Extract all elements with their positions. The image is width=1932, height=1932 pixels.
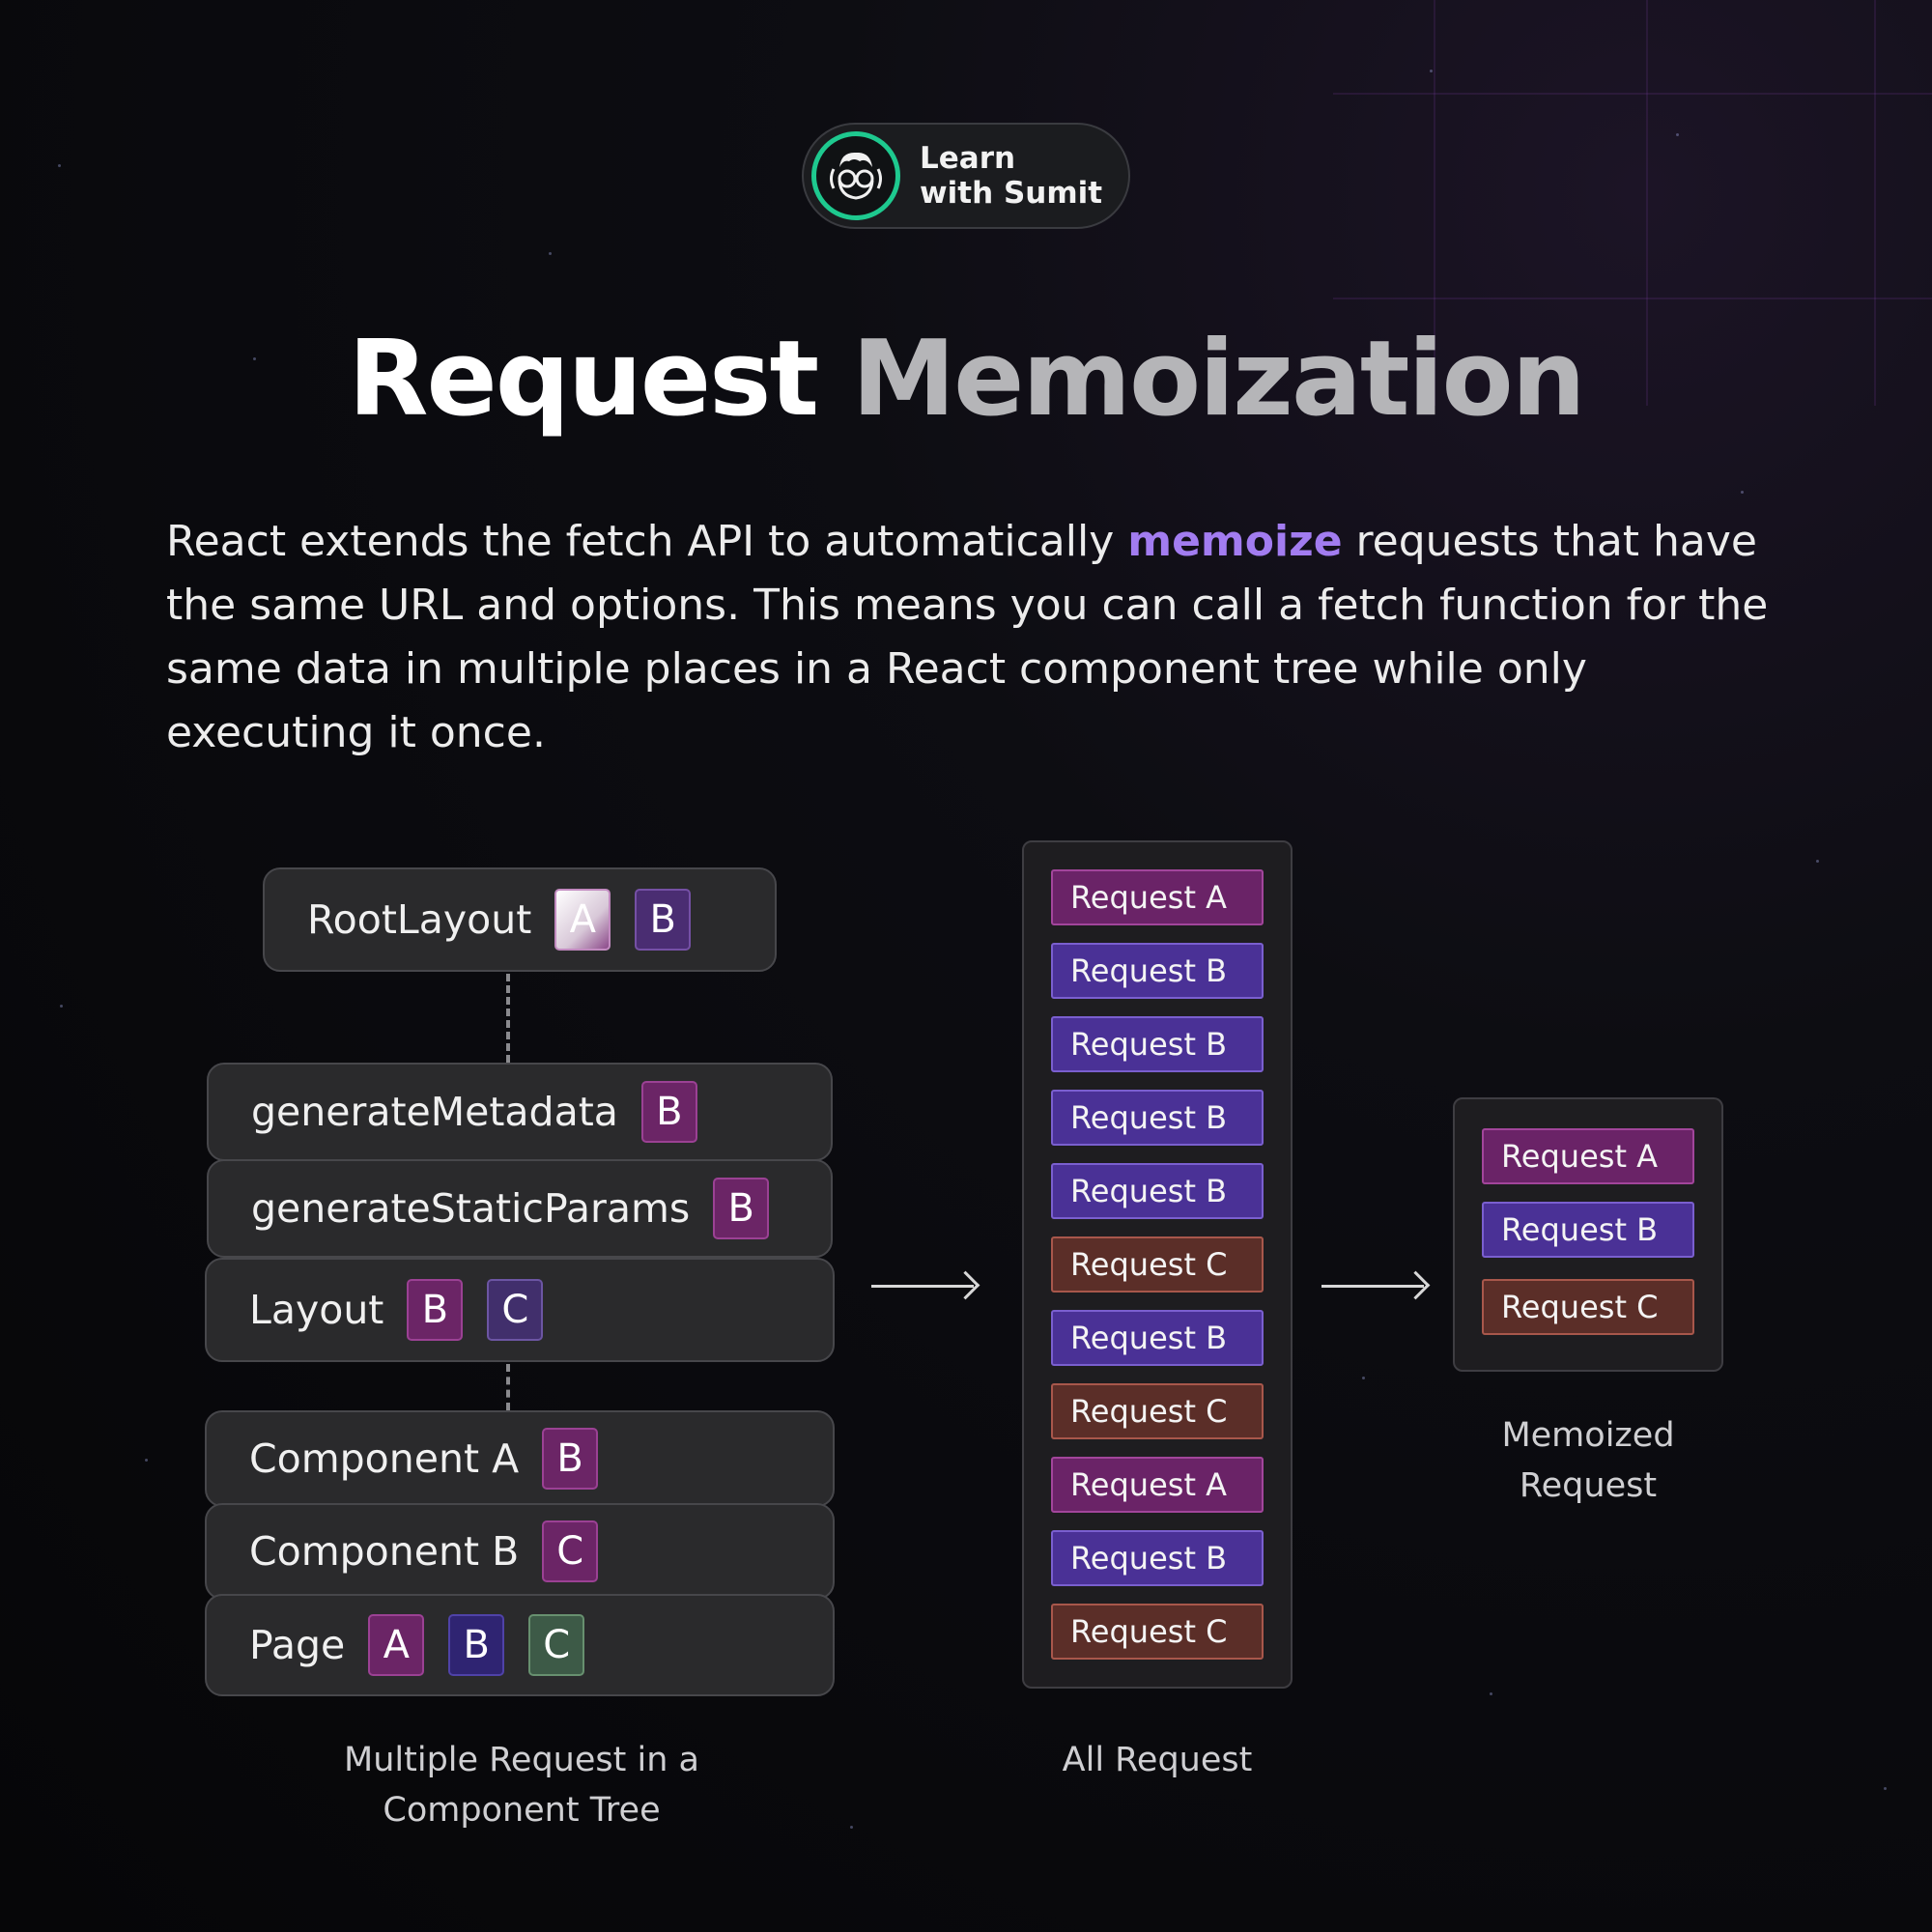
node-label: Component B (249, 1528, 520, 1575)
tree-node-component-a: Component A B (205, 1410, 835, 1507)
memoized-caption-line-1: Memoized (1501, 1416, 1675, 1455)
node-label: Component A (249, 1435, 520, 1482)
tree-node-generate-metadata: generateMetadata B (207, 1063, 833, 1161)
arrow-right-icon (871, 1285, 974, 1288)
node-label: RootLayout (307, 896, 532, 943)
badge-request-c: C (487, 1279, 544, 1341)
badge-request-b: B (407, 1279, 464, 1341)
badge-request-c: C (528, 1614, 585, 1676)
node-label: generateMetadata (251, 1089, 618, 1135)
tree-caption: Multiple Request in a Component Tree (213, 1735, 831, 1835)
tree-node-layout: Layout B C (205, 1258, 835, 1362)
developer-face-icon (830, 152, 882, 200)
tree-node-page: Page A B C (205, 1594, 835, 1696)
arrow-right-icon (1321, 1285, 1424, 1288)
request-item: Request C (1051, 1604, 1264, 1660)
tree-caption-line-2: Component Tree (383, 1791, 661, 1830)
memoized-request-item: Request B (1482, 1202, 1694, 1258)
tree-connector (506, 974, 510, 1063)
tree-node-root-layout: RootLayout A B (263, 867, 777, 972)
page-title: Request Memoization (0, 319, 1932, 440)
badge-request-a: A (554, 889, 611, 951)
all-requests-caption: All Request (1062, 1741, 1253, 1779)
all-requests-panel: Request A Request B Request B Request B … (1022, 840, 1293, 1689)
memoized-request-item: Request A (1482, 1128, 1694, 1184)
memoized-caption: Memoized Request (1434, 1410, 1743, 1511)
request-item: Request C (1051, 1236, 1264, 1293)
memoized-caption-line-2: Request (1519, 1466, 1658, 1505)
brand-logo-icon (811, 131, 900, 220)
request-item: Request A (1051, 1457, 1264, 1513)
request-item: Request B (1051, 1310, 1264, 1366)
badge-request-b: B (635, 889, 692, 951)
description-after: requests that have the same URL and opti… (166, 517, 1769, 757)
request-item: Request B (1051, 943, 1264, 999)
badge-request-c: C (542, 1520, 599, 1582)
badge-request-b: B (640, 1081, 697, 1143)
request-item: Request B (1051, 1016, 1264, 1072)
description: React extends the fetch API to automatic… (166, 510, 1770, 765)
badge-request-b: B (542, 1428, 599, 1490)
node-label: generateStaticParams (251, 1185, 691, 1232)
badge-request-b: B (713, 1178, 770, 1239)
description-highlight: memoize (1127, 517, 1343, 566)
brand-line-1: Learn (920, 141, 1016, 176)
request-item: Request B (1051, 1090, 1264, 1146)
request-item: Request B (1051, 1163, 1264, 1219)
brand-name: Learn with Sumit (920, 141, 1102, 211)
badge-request-a: A (368, 1614, 425, 1676)
request-item: Request A (1051, 869, 1264, 925)
description-before: React extends the fetch API to automatic… (166, 517, 1128, 566)
request-item: Request C (1051, 1383, 1264, 1439)
brand-line-2: with Sumit (920, 176, 1103, 211)
brand-badge: Learn with Sumit (802, 123, 1130, 229)
node-label: Layout (249, 1287, 384, 1333)
tree-node-generate-static-params: generateStaticParams B (207, 1159, 833, 1258)
title-word-1: Request (348, 319, 819, 440)
tree-caption-line-1: Multiple Request in a (344, 1741, 699, 1779)
title-word-2: Memoization (851, 319, 1586, 440)
tree-node-component-b: Component B C (205, 1503, 835, 1600)
request-item: Request B (1051, 1530, 1264, 1586)
badge-request-b: B (448, 1614, 505, 1676)
memoized-requests-panel: Request A Request B Request C (1453, 1097, 1723, 1372)
tree-connector (506, 1364, 510, 1410)
node-label: Page (249, 1622, 346, 1668)
memoized-request-item: Request C (1482, 1279, 1694, 1335)
